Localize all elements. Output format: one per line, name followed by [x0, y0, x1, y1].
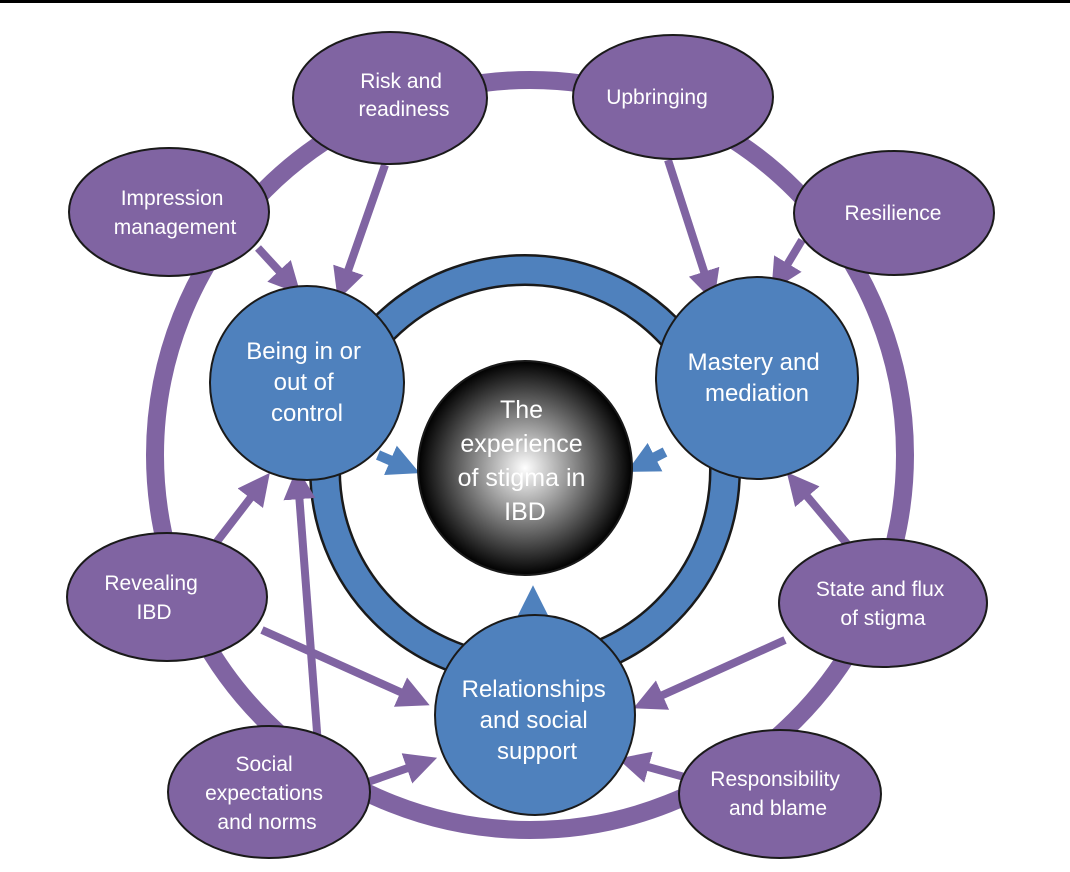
- theme-mastery-circle: [655, 276, 859, 480]
- center-label: The experience of stigma in IBD: [458, 396, 593, 526]
- subtheme-line: State and flux: [816, 578, 945, 601]
- theme-line: support: [497, 738, 577, 765]
- subtheme-risk-ellipse: [292, 31, 488, 165]
- center-line: IBD: [504, 498, 546, 526]
- subtheme-line: and norms: [217, 811, 316, 834]
- subtheme-responsibility-ellipse: [678, 729, 882, 859]
- arrow-social-to-relationships: [366, 753, 438, 786]
- theme-line: and social: [480, 707, 588, 734]
- theme-mastery-label: Mastery and mediation: [688, 349, 827, 407]
- theme-line: mediation: [705, 380, 809, 407]
- subtheme-risk: Risk and readiness: [292, 31, 488, 165]
- theme-line: Relationships: [462, 676, 606, 703]
- subtheme-revealing: Revealing IBD: [66, 532, 268, 662]
- theme-relationships-label: Relationships and social support: [462, 676, 613, 765]
- theme-line: out of: [274, 369, 334, 396]
- theme-line: control: [271, 400, 343, 427]
- center-line: The: [500, 396, 543, 424]
- subtheme-state: State and flux of stigma: [778, 538, 988, 668]
- outer-ring: [146, 71, 914, 839]
- subtheme-line: and blame: [729, 797, 827, 820]
- theme-relationships: Relationships and social support: [434, 614, 636, 816]
- subtheme-upbringing-ellipse: [572, 34, 774, 160]
- subtheme-line: readiness: [358, 98, 449, 121]
- theme-mastery: Mastery and mediation: [655, 276, 859, 480]
- subtheme-line: Upbringing: [606, 86, 708, 109]
- subtheme-revealing-ellipse: [66, 532, 268, 662]
- subtheme-resilience-ellipse: [793, 150, 995, 276]
- arrow-revealing-to-relationships: [260, 626, 430, 707]
- subtheme-line: Risk and: [360, 70, 442, 93]
- subtheme-resilience: Resilience: [793, 150, 995, 276]
- subtheme-revealing-label: Revealing IBD: [104, 572, 203, 624]
- theme-relationships-circle: [434, 614, 636, 816]
- theme-line: Mastery and: [688, 349, 820, 376]
- subtheme-line: Impression: [121, 187, 224, 210]
- subtheme-upbringing: Upbringing: [572, 34, 774, 160]
- top-rule: [0, 0, 1070, 3]
- subtheme-social: Social expectations and norms: [167, 725, 371, 859]
- subtheme-line: Resilience: [845, 202, 942, 225]
- theme-control-circle: [209, 285, 405, 481]
- arrow-revealing-to-control: [208, 472, 270, 551]
- center-sphere: [417, 360, 633, 576]
- subtheme-upbringing-label: Upbringing: [606, 86, 708, 109]
- subtheme-impression: Impression management: [68, 147, 270, 277]
- arrow-mastery-to-center: [626, 442, 668, 472]
- subtheme-social-label: Social expectations and norms: [205, 753, 329, 834]
- subtheme-line: Revealing: [104, 572, 197, 595]
- arrow-state-to-mastery: [786, 472, 852, 548]
- subtheme-state-ellipse: [778, 538, 988, 668]
- arrow-social-to-control: [283, 467, 322, 746]
- subtheme-responsibility: Responsibility and blame: [678, 729, 882, 859]
- subtheme-impression-ellipse: [68, 147, 270, 277]
- subtheme-state-label: State and flux of stigma: [816, 578, 950, 630]
- subtheme-resilience-label: Resilience: [845, 202, 942, 225]
- subtheme-social-ellipse: [167, 725, 371, 859]
- arrow-upbringing-to-mastery: [664, 158, 720, 303]
- theme-control-label: Being in or out of control: [246, 338, 367, 427]
- subtheme-line: management: [114, 216, 237, 239]
- subtheme-line: Social: [235, 753, 292, 776]
- center-line: experience: [460, 430, 582, 458]
- purple-arrows: [208, 158, 852, 786]
- subtheme-responsibility-label: Responsibility and blame: [710, 768, 845, 820]
- center-line: of stigma in: [458, 464, 586, 492]
- theme-control: Being in or out of control: [209, 285, 405, 481]
- arrow-state-to-relationships: [633, 636, 787, 710]
- arrow-risk-to-control: [333, 163, 389, 301]
- subtheme-impression-label: Impression management: [114, 187, 237, 239]
- subtheme-risk-label: Risk and readiness: [358, 70, 449, 121]
- arrow-responsibility-to-relationships: [617, 751, 690, 783]
- arrow-resilience-to-mastery: [771, 237, 806, 291]
- theme-line: Being in or: [246, 338, 361, 365]
- subtheme-line: IBD: [136, 601, 171, 624]
- subtheme-line: Responsibility: [710, 768, 840, 791]
- subtheme-line: of stigma: [840, 607, 926, 630]
- subtheme-line: expectations: [205, 782, 323, 805]
- arrow-control-to-center: [376, 445, 420, 476]
- center-node: The experience of stigma in IBD: [417, 360, 633, 576]
- arrow-impression-to-control: [255, 245, 301, 295]
